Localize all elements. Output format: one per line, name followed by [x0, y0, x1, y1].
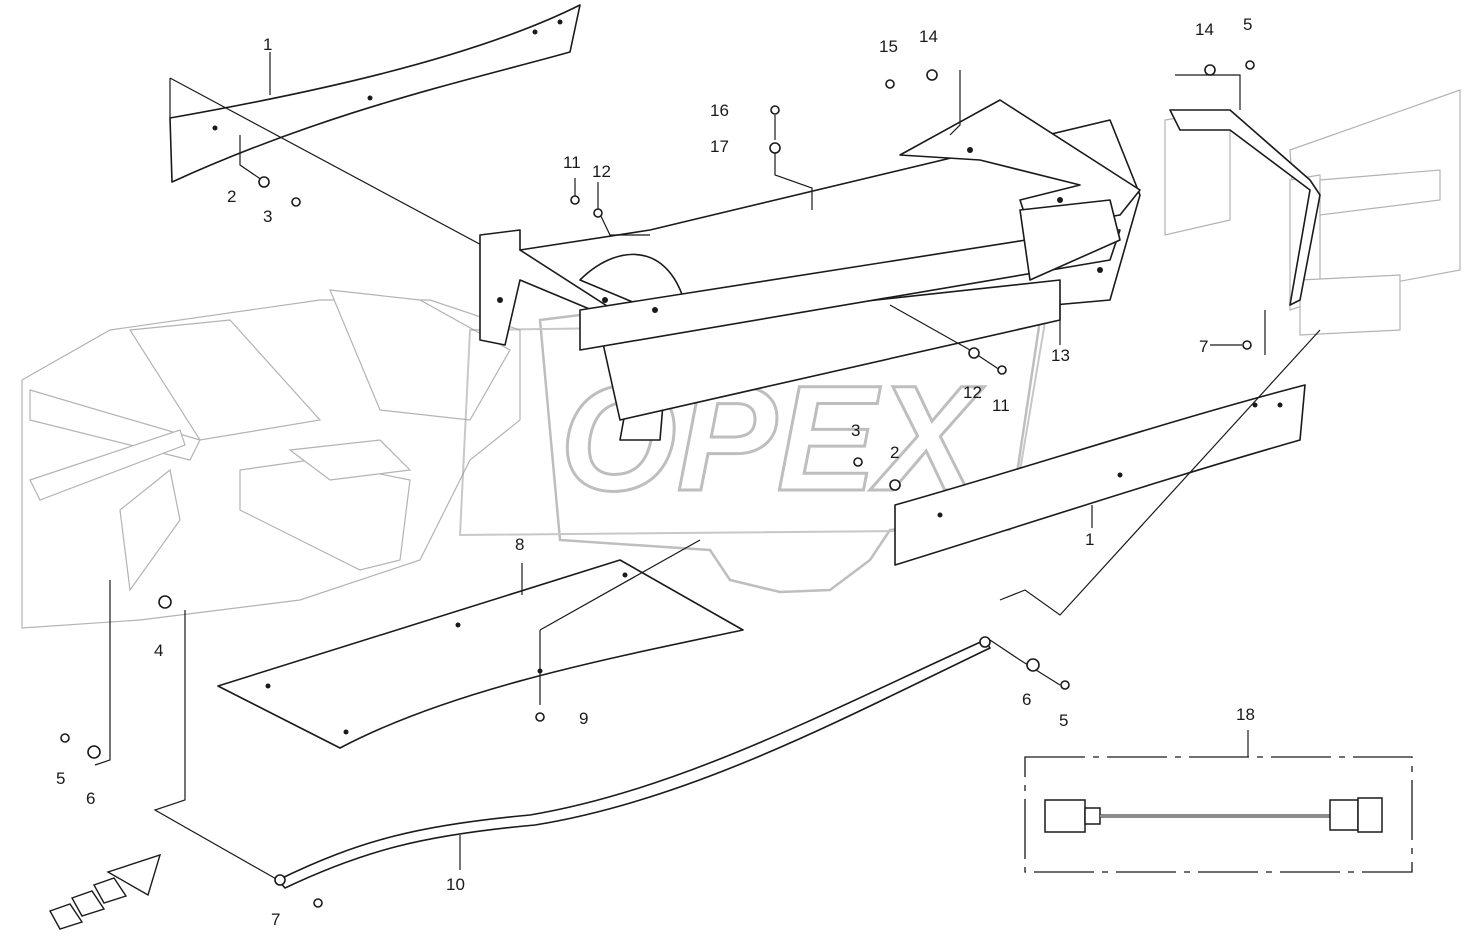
part-13-bracket	[479, 99, 1141, 441]
callout-15: 15	[879, 37, 898, 56]
fasteners	[60, 60, 1255, 908]
callout-16: 16	[710, 101, 729, 120]
callout-1: 1	[263, 35, 272, 54]
direction-arrow	[48, 853, 162, 930]
callout-17: 17	[710, 137, 729, 156]
callout-12: 12	[592, 162, 611, 181]
callout-7: 7	[271, 910, 280, 929]
part-1-upper-plate	[169, 4, 581, 183]
callout-5: 5	[1243, 15, 1252, 34]
part-18-harness-box	[1024, 756, 1413, 873]
callout-8: 8	[515, 535, 524, 554]
callout-labels: 1 1 2 2 3 3 4 5 5 5 6 6 7 7 8 9 10 11 11…	[56, 15, 1255, 929]
callout-14: 14	[919, 27, 938, 46]
callout-6: 6	[1022, 690, 1031, 709]
callout-1: 1	[1085, 530, 1094, 549]
background-machine-left	[21, 289, 521, 629]
part-10-rod	[277, 639, 991, 889]
callout-14: 14	[1195, 20, 1214, 39]
callout-2: 2	[890, 443, 899, 462]
callout-2: 2	[227, 187, 236, 206]
leader-lines	[94, 52, 1321, 881]
callout-7: 7	[1199, 337, 1208, 356]
right-linkage	[1169, 109, 1321, 306]
callout-5: 5	[1059, 711, 1068, 730]
callout-3: 3	[851, 421, 860, 440]
part-1-lower-plate	[894, 384, 1306, 566]
callout-18: 18	[1236, 705, 1255, 724]
callout-12: 12	[963, 383, 982, 402]
callout-6: 6	[86, 789, 95, 808]
callout-11: 11	[992, 396, 1010, 415]
callout-9: 9	[579, 709, 588, 728]
part-8-plate	[217, 559, 744, 749]
callout-3: 3	[263, 207, 272, 226]
callout-10: 10	[446, 875, 465, 894]
callout-4: 4	[154, 641, 163, 660]
callout-13: 13	[1051, 346, 1070, 365]
callout-5: 5	[56, 769, 65, 788]
callout-11: 11	[563, 153, 581, 172]
